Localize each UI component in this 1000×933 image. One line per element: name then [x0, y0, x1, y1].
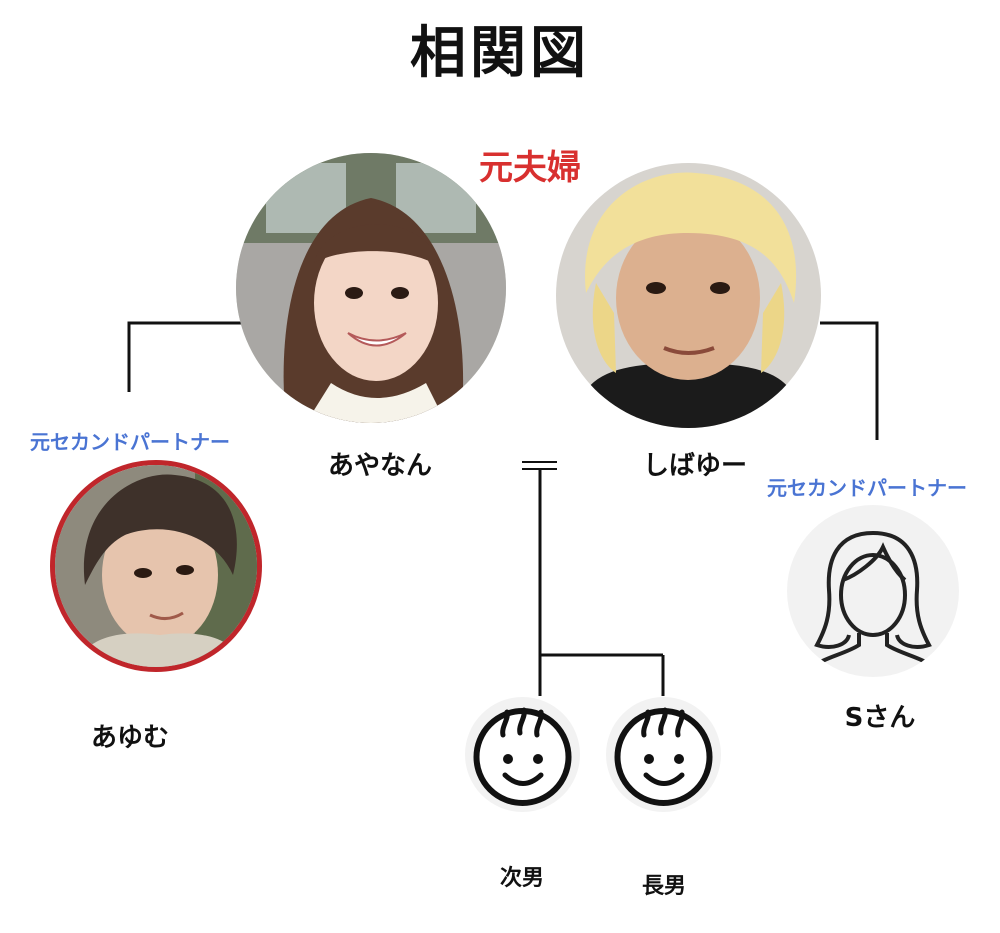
eldest-son-name: 長男 — [641, 874, 686, 899]
ayumu-photo — [50, 460, 262, 672]
second-son-avatar — [465, 697, 580, 812]
line-ayanan-ayumu — [127, 321, 245, 392]
smile-face-icon — [473, 707, 572, 806]
s-san-name: Sさん — [844, 703, 916, 733]
shibayu-name: しばゆー — [642, 451, 747, 481]
ayumu-name: あゆむ — [90, 723, 169, 753]
ayanan-photo — [236, 153, 506, 423]
s-san-avatar — [787, 505, 959, 677]
s-san-role-label: 元セカンドパートナー — [767, 476, 967, 500]
couple-label: 元夫婦 — [479, 148, 581, 188]
ayumu-role-label: 元セカンドパートナー — [30, 430, 230, 454]
second-son-name: 次男 — [499, 866, 544, 891]
ayanan-name: あやなん — [327, 451, 432, 481]
smile-face-icon — [614, 707, 713, 806]
line-shibayu-s-san — [820, 321, 879, 440]
page-title: 相関図 — [410, 21, 590, 86]
shibayu-photo — [556, 163, 821, 428]
eldest-son-avatar — [606, 697, 721, 812]
